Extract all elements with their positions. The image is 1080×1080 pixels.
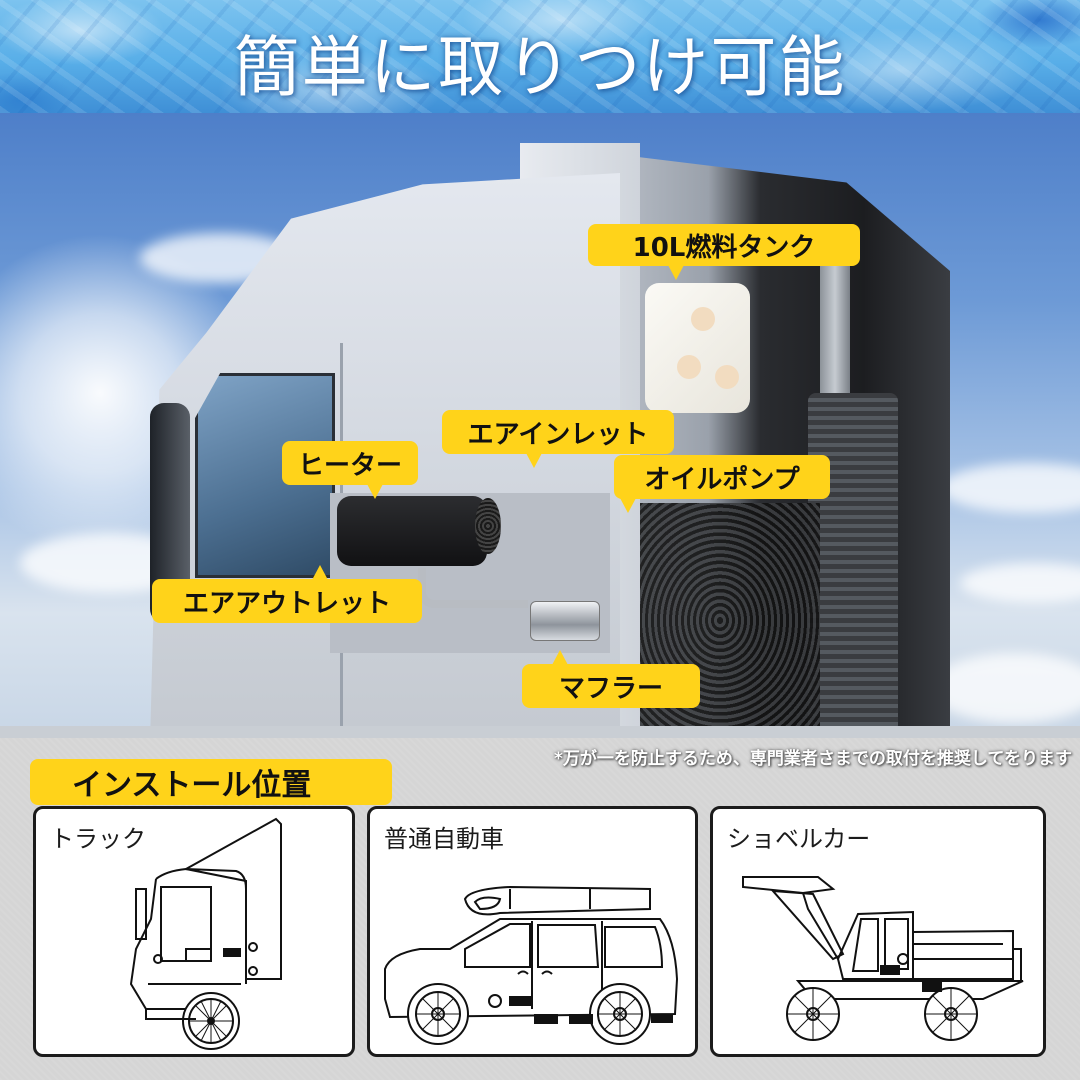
installation-note: *万が一を防止するため、専門業者さまでの取付を推奨してをります bbox=[553, 749, 1072, 769]
callout-fuel-tank: 10L燃料タンク bbox=[588, 224, 860, 280]
install-card-car: 普通自動車 bbox=[367, 806, 698, 1057]
page-title: 簡単に取りつけ可能 bbox=[233, 29, 847, 106]
cloud bbox=[960, 563, 1080, 603]
card-title: トラック bbox=[50, 825, 146, 853]
muffler-unit bbox=[530, 601, 600, 641]
install-section-label: インストール位置 bbox=[30, 759, 392, 805]
tank-cap bbox=[691, 307, 715, 331]
heater-grill bbox=[475, 498, 501, 554]
ground bbox=[0, 726, 1080, 738]
excavator-line-drawing-icon bbox=[742, 876, 1024, 1041]
cloud bbox=[930, 653, 1080, 723]
tank-cap bbox=[677, 355, 701, 379]
exhaust-guard bbox=[808, 393, 898, 733]
product-photo: 10L燃料タンク エアインレット ヒーター オイルポンプ エアアウトレット マフ… bbox=[0, 113, 1080, 738]
cloud bbox=[940, 463, 1080, 513]
heater-unit bbox=[337, 496, 487, 566]
callout-muffler: マフラー bbox=[522, 650, 700, 708]
card-title: 普通自動車 bbox=[384, 825, 504, 853]
fuel-tank-unit bbox=[645, 283, 750, 413]
exhaust-pipe-bend bbox=[418, 568, 528, 608]
header-banner: 簡単に取りつけ可能 bbox=[0, 0, 1080, 113]
callout-heater: ヒーター bbox=[282, 441, 418, 499]
truck-line-drawing-icon bbox=[129, 817, 282, 1050]
callout-oil-pump: オイルポンプ bbox=[614, 455, 830, 513]
install-card-truck: トラック bbox=[33, 806, 355, 1057]
tank-cap bbox=[715, 365, 739, 389]
callout-air-outlet: エアアウトレット bbox=[152, 565, 422, 623]
car-line-drawing-icon bbox=[384, 885, 679, 1045]
install-card-excavator: ショベルカー bbox=[710, 806, 1046, 1057]
card-title: ショベルカー bbox=[727, 825, 871, 853]
callout-air-inlet: エアインレット bbox=[442, 410, 674, 468]
